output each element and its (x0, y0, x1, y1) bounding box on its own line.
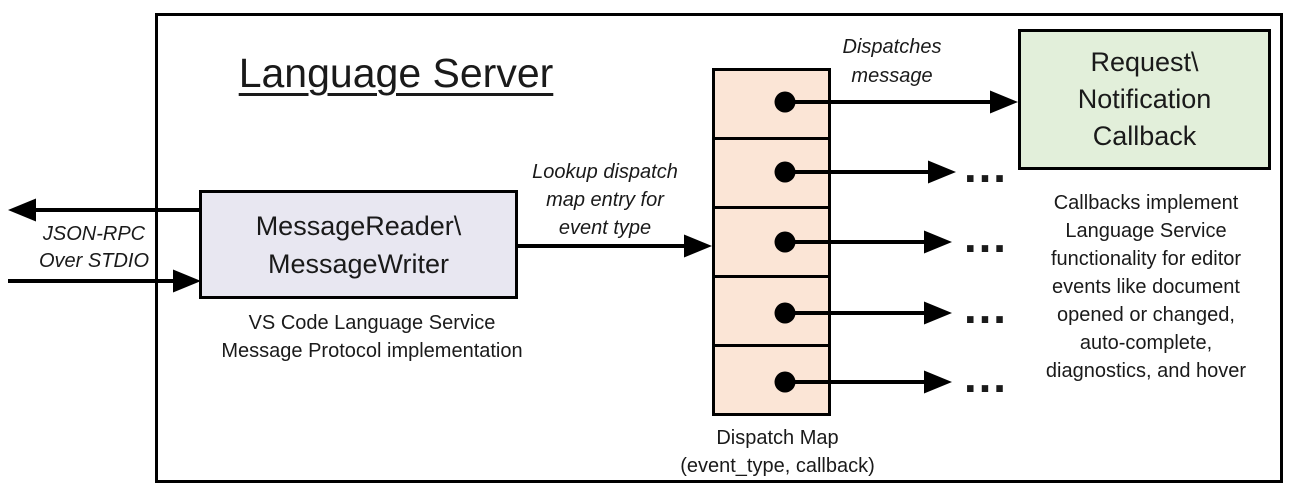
language-server-container (155, 13, 1283, 483)
dispatch-map-cell (715, 71, 828, 140)
callbacks-note: Callbacks implement Language Service fun… (1045, 192, 1247, 382)
ellipsis: … (962, 140, 1010, 192)
dispatch-map-cell (715, 278, 828, 347)
ellipsis: … (962, 281, 1010, 333)
message-reader-writer-label: MessageReader\ MessageWriter (255, 210, 462, 279)
dispatch-map-caption: Dispatch Map (event_type, callback) (680, 427, 875, 477)
dispatch-map-cell (715, 140, 828, 209)
ellipsis: … (962, 210, 1010, 262)
dispatch-map-cell (715, 347, 828, 413)
dispatch-map-cell (715, 209, 828, 278)
dispatches-message-label: Dispatches message (842, 36, 942, 87)
ellipsis: … (962, 350, 1010, 402)
message-box-caption: VS Code Language Service Message Protoco… (221, 312, 523, 362)
diagram-title: Language Server (238, 50, 554, 96)
request-notification-callback-box: Request\ Notification Callback (1018, 29, 1271, 170)
message-reader-writer-box: MessageReader\ MessageWriter (199, 190, 518, 299)
dispatch-map (712, 68, 831, 416)
json-rpc-stdio-label: JSON-RPC Over STDIO (38, 223, 149, 272)
lookup-dispatch-label: Lookup dispatch map entry for event type (532, 161, 678, 239)
request-notification-callback-label: Request\ Notification Callback (1077, 47, 1212, 151)
